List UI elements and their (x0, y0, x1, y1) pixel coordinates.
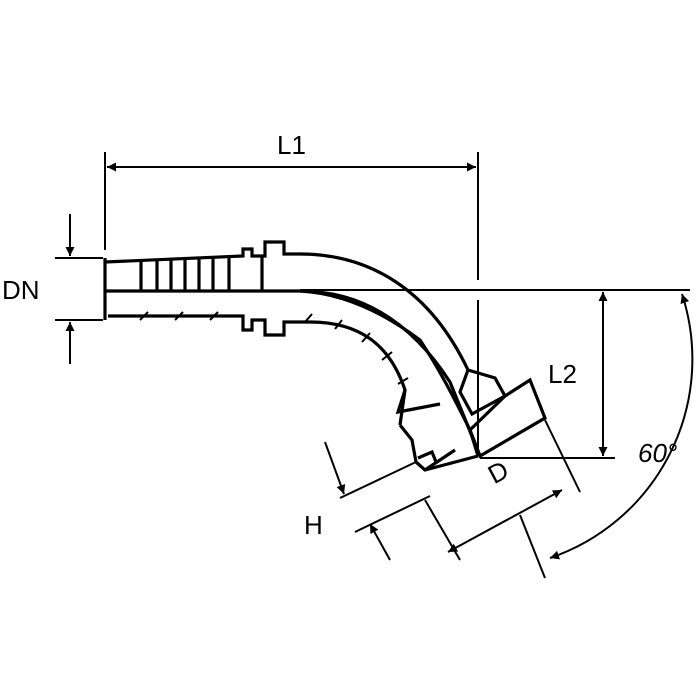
h-bottom-arrow (369, 523, 391, 561)
dn-label: DN (2, 275, 40, 305)
h-top-arrow (324, 441, 346, 495)
hatching (139, 311, 409, 385)
fitting-body (103, 240, 547, 472)
d-label: D (483, 454, 514, 489)
angle-arc (549, 293, 694, 560)
l2-label: L2 (548, 359, 577, 389)
l1-label: L1 (277, 130, 306, 160)
dimension-lines (55, 152, 694, 579)
nipple-ribs (139, 256, 264, 290)
angle-label: 60° (638, 438, 677, 468)
d-dimension-line (447, 489, 563, 553)
h-label: H (304, 510, 323, 540)
flange (395, 368, 547, 472)
